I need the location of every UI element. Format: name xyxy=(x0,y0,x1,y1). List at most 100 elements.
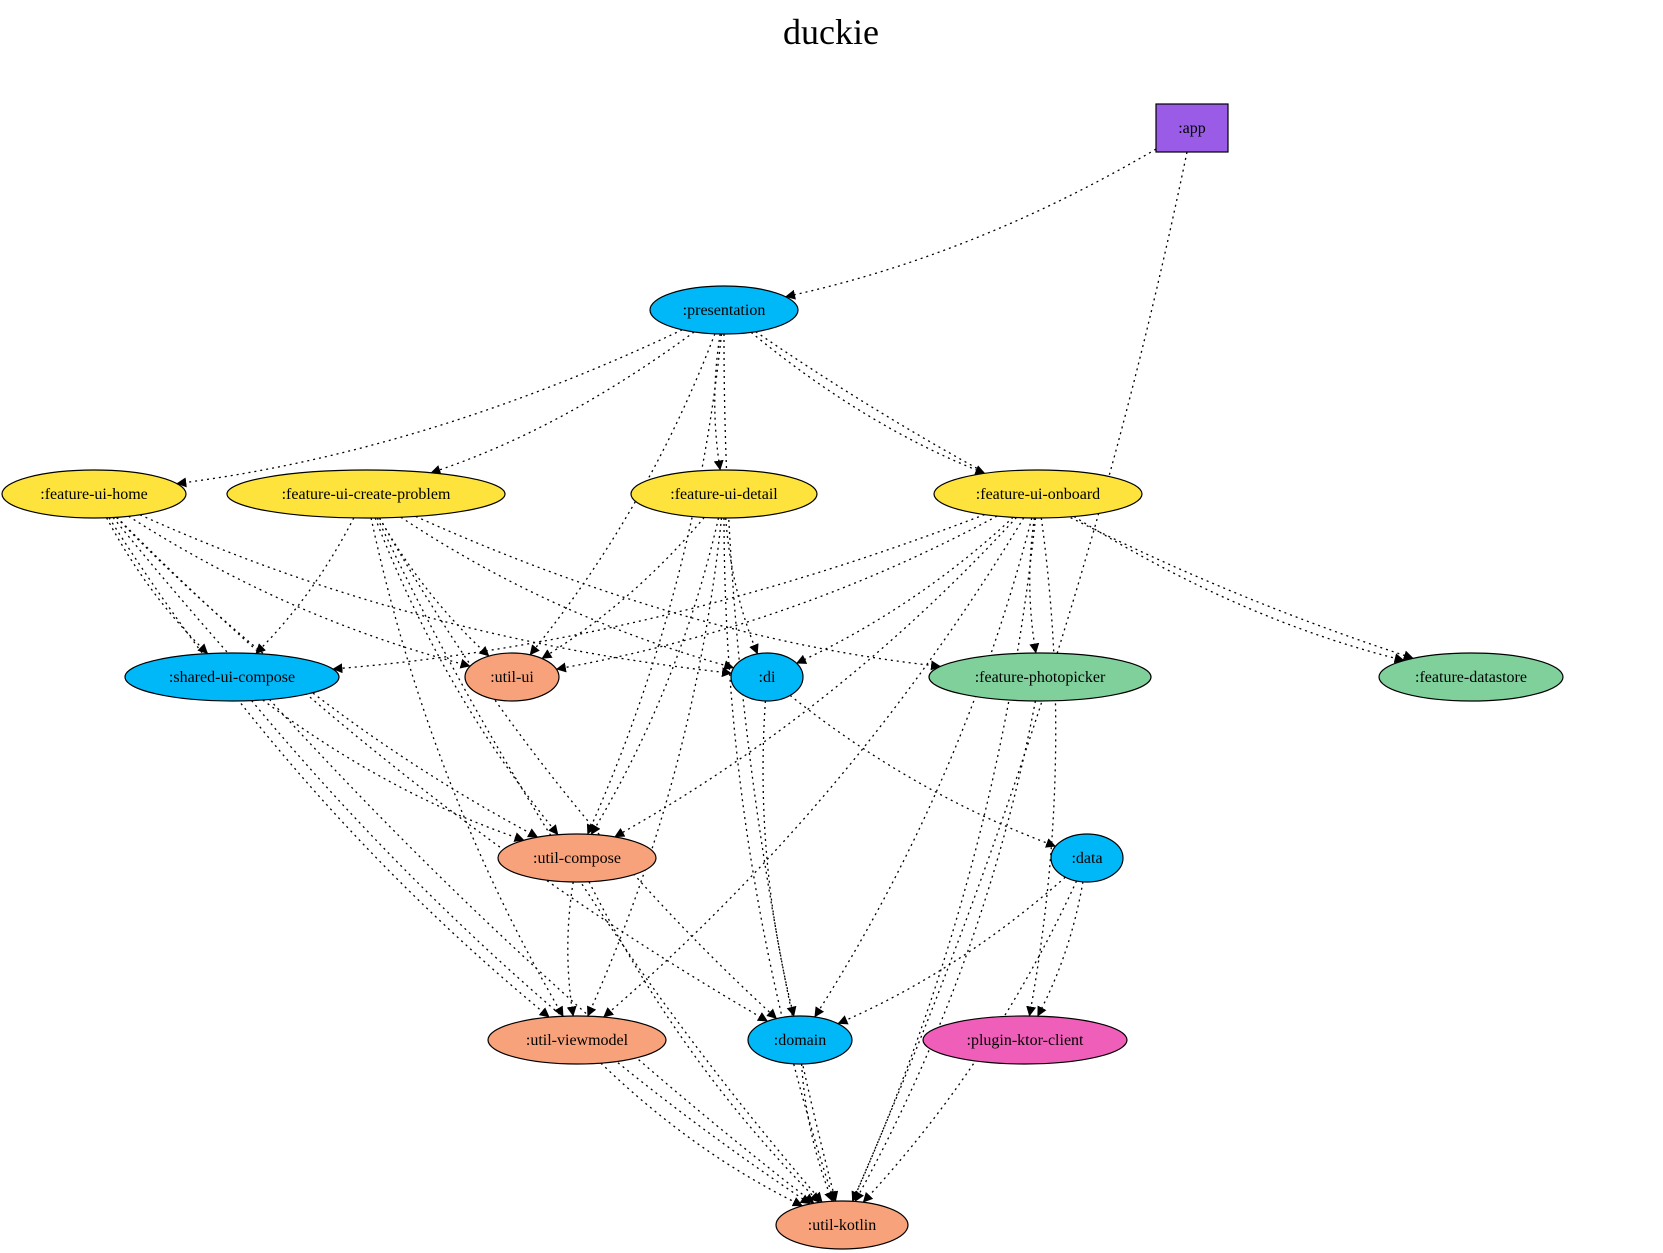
node-create-shape xyxy=(226,469,506,519)
edge-detail-to-utilui xyxy=(541,517,705,660)
edge-create-to-photopicker xyxy=(415,515,941,671)
edge-onboard-to-utilui xyxy=(555,515,998,673)
node-create-label: :feature-ui-create-problem xyxy=(282,486,451,503)
node-utilui-shape xyxy=(464,652,560,702)
edge-create-to-utilui xyxy=(378,517,490,657)
edge-shared-to-kotlin xyxy=(251,700,811,1205)
edge-onboard-to-kotlin xyxy=(851,517,1037,1202)
edge-onboard-to-ktor xyxy=(1026,517,1057,1017)
node-onboard-shape xyxy=(933,469,1143,519)
node-viewmodel-label: :util-viewmodel xyxy=(526,1032,629,1049)
node-di-shape xyxy=(730,652,804,702)
node-shared-shape xyxy=(124,652,340,702)
node-domain-shape xyxy=(747,1015,853,1065)
node-domain-label: :domain xyxy=(774,1032,826,1049)
node-detail[interactable]: :feature-ui-detail xyxy=(630,469,818,519)
edge-photopicker-to-kotlin xyxy=(854,700,1037,1202)
node-app-label: :app xyxy=(1178,120,1206,137)
edge-shared-to-compose xyxy=(262,699,525,842)
node-datastore-label: :feature-datastore xyxy=(1415,669,1527,686)
node-presentation[interactable]: :presentation xyxy=(649,285,799,335)
edge-create-to-domain xyxy=(378,517,778,1020)
edge-onboard-to-datastore xyxy=(1073,515,1405,664)
node-create[interactable]: :feature-ui-create-problem xyxy=(226,469,506,519)
node-data-shape xyxy=(1050,833,1124,883)
edge-create-to-shared xyxy=(255,517,355,655)
node-presentation-label: :presentation xyxy=(683,302,766,319)
node-domain[interactable]: :domain xyxy=(747,1015,853,1065)
node-home-shape xyxy=(1,469,187,519)
edge-onboard-to-domain xyxy=(814,517,1033,1018)
edge-presentation-to-datastore xyxy=(755,331,1414,661)
edge-presentation-to-detail xyxy=(713,333,724,471)
node-datastore-shape xyxy=(1378,652,1564,702)
edge-app-to-kotlin xyxy=(851,151,1188,1202)
edge-create-to-viewmodel xyxy=(370,517,564,1017)
node-app-shape xyxy=(1155,103,1229,153)
node-ktor[interactable]: :plugin-ktor-client xyxy=(922,1015,1128,1065)
node-shared-label: :shared-ui-compose xyxy=(169,669,295,686)
edge-home-to-di xyxy=(139,514,732,678)
edge-detail-to-compose xyxy=(590,517,720,835)
node-datastore[interactable]: :feature-datastore xyxy=(1378,652,1564,702)
node-utilui[interactable]: :util-ui xyxy=(464,652,560,702)
node-viewmodel[interactable]: :util-viewmodel xyxy=(487,1015,667,1065)
node-detail-shape xyxy=(630,469,818,519)
edge-data-to-domain xyxy=(837,876,1066,1025)
edge-presentation-to-home xyxy=(176,329,683,488)
edge-compose-to-viewmodel xyxy=(566,881,577,1017)
node-photopicker-label: :feature-photopicker xyxy=(975,669,1106,686)
edge-home-to-domain xyxy=(116,516,769,1022)
graph-title: duckie xyxy=(783,12,879,52)
node-compose-label: :util-compose xyxy=(533,850,621,867)
edge-di-to-domain xyxy=(762,700,797,1017)
edge-data-to-ktor xyxy=(1037,881,1084,1017)
node-di[interactable]: :di xyxy=(730,652,804,702)
edge-di-to-data xyxy=(789,694,1057,848)
edge-presentation-to-compose xyxy=(586,333,723,835)
edge-data-to-kotlin xyxy=(862,880,1078,1203)
edge-detail-to-viewmodel xyxy=(587,517,723,1017)
node-ktor-label: :plugin-ktor-client xyxy=(967,1032,1085,1049)
node-compose[interactable]: :util-compose xyxy=(497,833,657,883)
edge-presentation-to-create xyxy=(430,331,695,475)
edge-onboard-to-viewmodel xyxy=(603,517,1025,1018)
node-onboard-label: :feature-ui-onboard xyxy=(976,486,1100,503)
node-kotlin[interactable]: :util-kotlin xyxy=(775,1200,909,1250)
node-presentation-shape xyxy=(649,285,799,335)
node-ktor-shape xyxy=(922,1015,1128,1065)
node-app[interactable]: :app xyxy=(1155,103,1229,153)
edge-detail-to-kotlin xyxy=(723,517,836,1202)
edges-layer xyxy=(106,148,1414,1207)
node-photopicker[interactable]: :feature-photopicker xyxy=(928,652,1152,702)
edge-home-to-viewmodel xyxy=(108,517,550,1018)
node-kotlin-shape xyxy=(775,1200,909,1250)
edge-presentation-to-utilui xyxy=(529,333,716,656)
node-data-label: :data xyxy=(1071,850,1102,867)
edge-compose-to-kotlin xyxy=(588,881,820,1203)
edge-home-to-kotlin xyxy=(112,517,815,1204)
edge-onboard-to-compose xyxy=(614,517,1017,838)
nodes-layer: :app :presentation :feature-ui-home :featur… xyxy=(1,103,1564,1250)
node-detail-label: :feature-ui-detail xyxy=(670,486,778,503)
node-utilui-label: :util-ui xyxy=(490,669,534,686)
node-photopicker-shape xyxy=(928,652,1152,702)
edge-onboard-to-di xyxy=(796,516,1014,664)
edge-presentation-to-kotlin xyxy=(723,333,839,1202)
edge-create-to-di xyxy=(400,516,735,671)
node-kotlin-label: :util-kotlin xyxy=(808,1217,876,1234)
node-home-label: :feature-ui-home xyxy=(40,486,148,503)
node-compose-shape xyxy=(497,833,657,883)
edge-home-to-utilui xyxy=(128,515,471,669)
edge-presentation-to-onboard xyxy=(750,331,986,475)
edge-onboard-to-photopicker xyxy=(1029,517,1040,654)
node-home[interactable]: :feature-ui-home xyxy=(1,469,187,519)
node-data[interactable]: :data xyxy=(1050,833,1124,883)
node-shared[interactable]: :shared-ui-compose xyxy=(124,652,340,702)
node-di-label: :di xyxy=(759,669,776,686)
edge-onboard-to-shared xyxy=(332,513,985,674)
edge-create-to-compose xyxy=(374,517,559,836)
node-onboard[interactable]: :feature-ui-onboard xyxy=(933,469,1143,519)
edge-app-to-presentation xyxy=(785,148,1157,300)
